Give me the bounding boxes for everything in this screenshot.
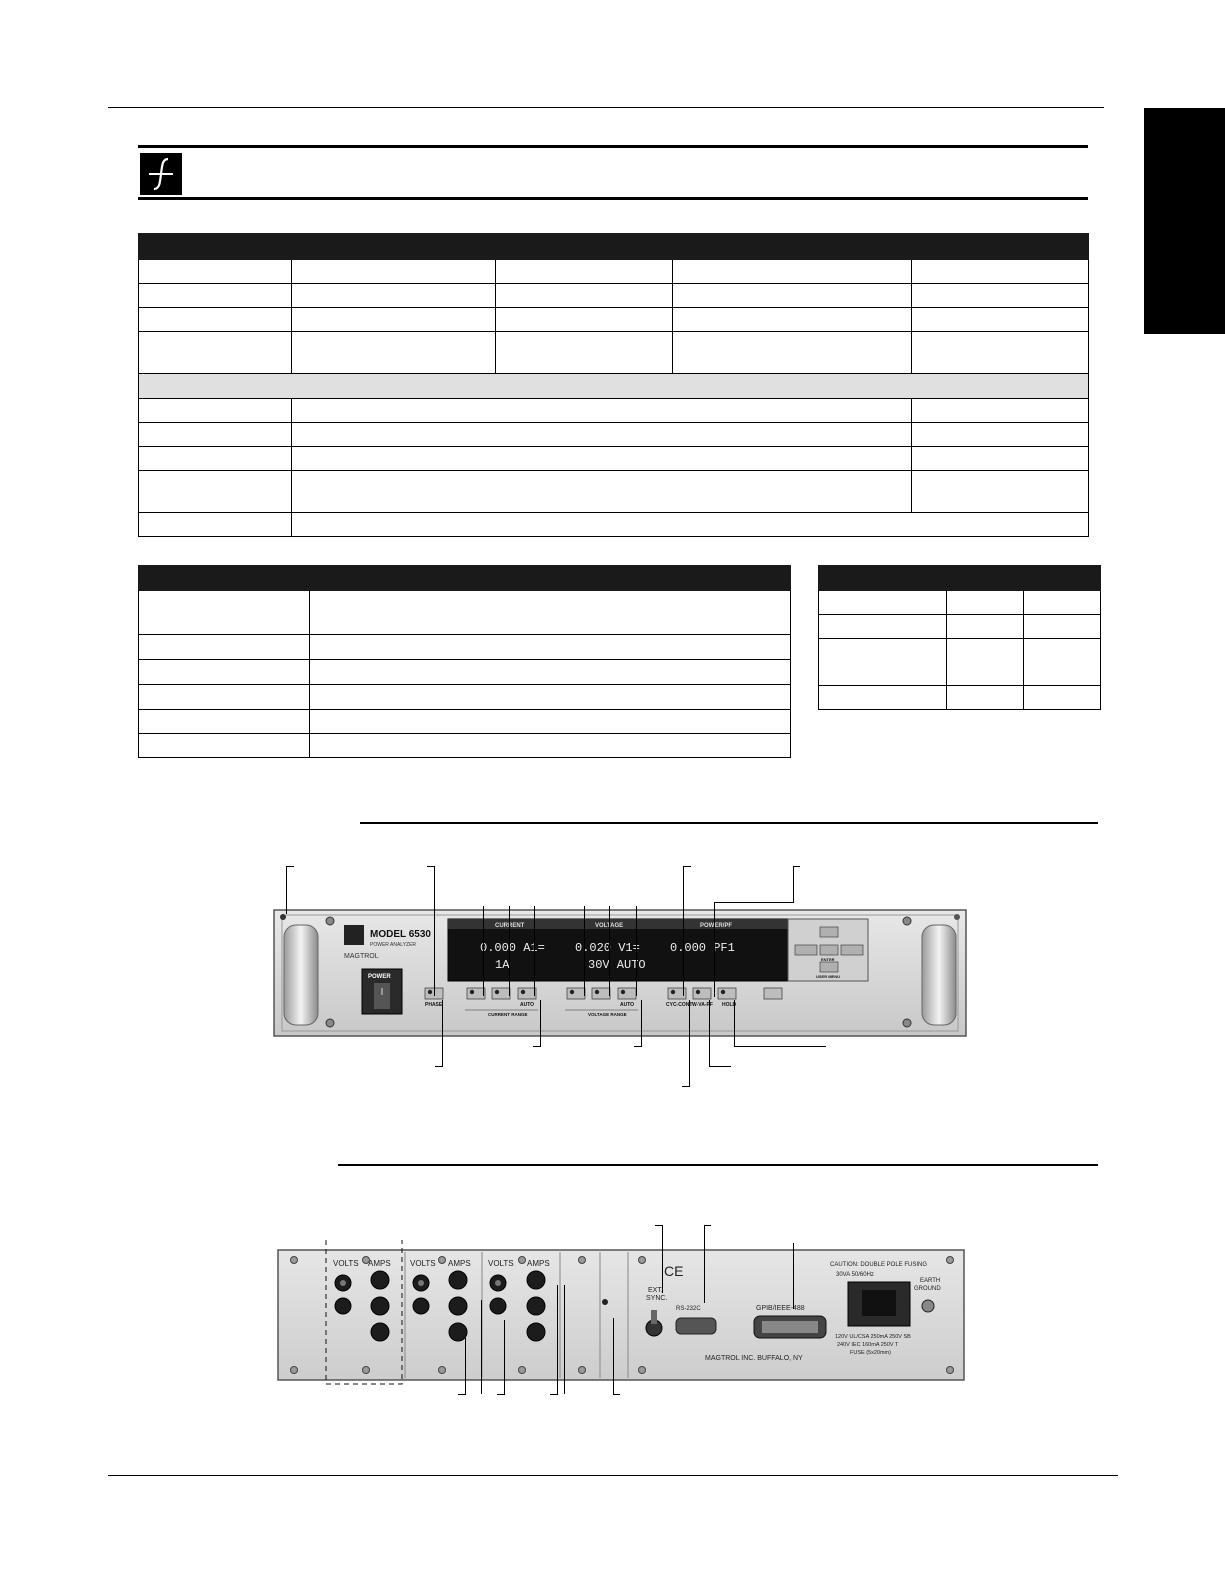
current-range-label: CURRENT RANGE bbox=[488, 1012, 528, 1017]
rear-maker: MAGTROL INC. BUFFALO, NY bbox=[705, 1355, 803, 1362]
main-table-subheader bbox=[137, 373, 1090, 399]
front-power-label: POWER bbox=[368, 974, 391, 980]
title-band-top-rule bbox=[138, 145, 1088, 148]
rear-volts-3: VOLTS bbox=[488, 1259, 514, 1268]
rear-rating: 30VA 50/60Hz bbox=[836, 1272, 874, 1278]
rear-panel-figure: VOLTS AMPS VOLTS AMPS VOLTS AMPS CE EXT.… bbox=[277, 1240, 965, 1385]
voltage-range-label: VOLTAGE RANGE bbox=[588, 1012, 627, 1017]
rear-volts-2: VOLTS bbox=[410, 1259, 436, 1268]
display-row2-voltage: 30V AUTO bbox=[588, 958, 646, 972]
front-brand: MAGTROL bbox=[344, 953, 379, 960]
btn-auto-voltage-label: AUTO bbox=[620, 1002, 634, 1008]
rear-earth-line2: GROUND bbox=[914, 1286, 941, 1292]
display-row1-power: 0.000 PF1 bbox=[670, 941, 735, 955]
rear-amps-1: AMPS bbox=[368, 1259, 391, 1268]
display-row2-current: 1A bbox=[495, 958, 510, 972]
btn-cyc-cont-label: CYC-CONT bbox=[666, 1002, 692, 1008]
rear-fuse3: FUSE (5x20mm) bbox=[850, 1350, 891, 1356]
rear-fuse1: 120V UL/CSA 250mA 250V SB bbox=[835, 1334, 911, 1340]
rear-amps-3: AMPS bbox=[527, 1259, 550, 1268]
main-spec-table bbox=[137, 233, 1090, 537]
btn-hold-label: HOLD bbox=[722, 1002, 737, 1008]
front-panel-figure: MODEL 6530 POWER ANALYZER MAGTROL POWER … bbox=[273, 909, 967, 1037]
display-row1-current: 0.000 A1= bbox=[480, 941, 545, 955]
rear-fuse2: 240V IEC 160mA 250V T bbox=[837, 1342, 899, 1348]
btn-phase-label: PHASE bbox=[425, 1002, 443, 1008]
small-spec-table bbox=[817, 565, 1102, 710]
rear-rs232: RS-232C bbox=[676, 1306, 701, 1312]
title-band-bottom-rule bbox=[138, 197, 1088, 200]
main-table-header bbox=[137, 233, 1090, 260]
front-panel-section-rule bbox=[360, 822, 1098, 824]
rear-ext-sync-line1: EXT. bbox=[648, 1287, 663, 1294]
rear-volts-1: VOLTS bbox=[333, 1259, 359, 1268]
rear-amps-2: AMPS bbox=[448, 1259, 471, 1268]
rear-panel-section-rule bbox=[338, 1164, 1098, 1166]
rear-caution: CAUTION: DOUBLE POLE FUSING bbox=[830, 1262, 927, 1268]
small-table-header bbox=[817, 565, 1102, 591]
btn-w-va-pf-label: W-VA-PF bbox=[692, 1002, 713, 1008]
front-model-sub: POWER ANALYZER bbox=[370, 942, 416, 948]
front-model-label: MODEL 6530 bbox=[370, 929, 431, 940]
rear-gpib: GPIB/IEEE-488 bbox=[756, 1305, 805, 1312]
magtrol-logo bbox=[140, 153, 182, 195]
secondary-table-header bbox=[138, 565, 791, 591]
secondary-spec-table bbox=[138, 565, 791, 758]
rear-ce-mark: CE bbox=[664, 1263, 683, 1279]
display-row1-voltage: 0.020 V1= bbox=[575, 941, 640, 955]
rear-earth-ground: EARTH GROUND bbox=[914, 1278, 942, 1292]
rear-earth-line1: EARTH bbox=[920, 1278, 940, 1284]
nav-enter-label: ENTER bbox=[821, 957, 835, 962]
display-header-power: POWER/PF bbox=[700, 923, 732, 929]
rear-ext-sync: EXT. SYNC. bbox=[646, 1287, 667, 1302]
nav-user-menu-label: USER MENU bbox=[816, 974, 840, 979]
rear-ext-sync-line2: SYNC. bbox=[646, 1295, 667, 1302]
footer-rule bbox=[108, 1475, 1118, 1476]
header-rule bbox=[108, 107, 1104, 108]
side-section-tab bbox=[1144, 108, 1225, 334]
btn-auto-current-label: AUTO bbox=[520, 1002, 534, 1008]
